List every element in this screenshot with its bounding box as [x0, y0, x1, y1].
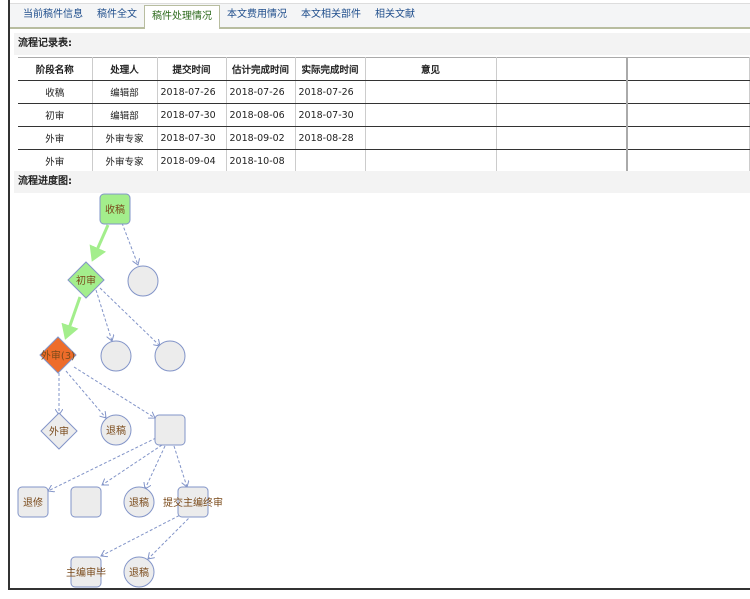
node-label: 退稿 [129, 566, 149, 579]
table-cell: 编辑部 [92, 103, 158, 127]
table-cell: 2018-09-04 [157, 149, 227, 173]
node-pending[interactable] [100, 340, 132, 372]
edge [48, 437, 157, 491]
table-header-row: 阶段名称 处理人 提交时间 估计完成时间 实际完成时间 意见 [18, 57, 750, 81]
node-received[interactable] [99, 193, 131, 225]
table-cell: 编辑部 [92, 80, 158, 104]
col-submit-time: 提交时间 [157, 57, 227, 81]
edge [173, 445, 187, 487]
col-stage: 阶段名称 [18, 57, 93, 81]
table-cell [496, 149, 628, 173]
tab-fees[interactable]: 本文费用情况 [227, 9, 287, 20]
table-cell: 收稿 [18, 80, 93, 104]
table-cell [496, 103, 628, 127]
process-graph-title: 流程进度图: [14, 171, 750, 193]
table-cell [365, 126, 497, 150]
node-pending[interactable] [127, 265, 159, 297]
tab-related-parts[interactable]: 本文相关部件 [301, 9, 361, 20]
node-label: 外审(3) [41, 349, 75, 362]
table-cell: 2018-09-02 [226, 126, 296, 150]
table-cell [496, 80, 628, 104]
edge [99, 287, 160, 346]
edge-done [61, 296, 82, 340]
node-external-review[interactable] [40, 412, 78, 450]
table-cell: 外审专家 [92, 126, 158, 150]
table-cell [496, 126, 628, 150]
table-cell [365, 80, 497, 104]
node-label: 退稿 [106, 424, 126, 437]
node-pending[interactable] [70, 486, 102, 518]
edge [95, 289, 112, 341]
tab-processing-status[interactable]: 稿件处理情况 [144, 5, 220, 29]
table-cell: 外审专家 [92, 149, 158, 173]
node-label: 提交主编终审 [163, 496, 223, 509]
node-rejected[interactable] [123, 486, 155, 518]
table-cell: 2018-07-30 [295, 103, 366, 127]
node-initial-review[interactable] [67, 261, 105, 299]
node-editor-done[interactable] [70, 556, 102, 588]
edge [145, 445, 166, 489]
table-cell [627, 149, 750, 173]
table-cell: 2018-08-28 [295, 126, 366, 150]
table-cell: 2018-08-06 [226, 103, 296, 127]
node-label: 主编审毕 [66, 566, 106, 579]
edge-done [89, 224, 110, 262]
node-label: 收稿 [105, 203, 125, 216]
table-cell: 初审 [18, 103, 93, 127]
edge [121, 222, 138, 265]
table-cell [365, 103, 497, 127]
node-pending[interactable] [154, 414, 186, 446]
edge [73, 366, 155, 418]
node-label: 退修 [23, 496, 43, 509]
tab-full-text[interactable]: 稿件全文 [97, 9, 137, 20]
node-label: 初审 [76, 274, 96, 287]
node-rejected[interactable] [123, 556, 155, 588]
tab-bar: 当前稿件信息 稿件全文 稿件处理情况 本文费用情况 本文相关部件 相关文献 [10, 3, 750, 29]
col-actual-time: 实际完成时间 [295, 57, 366, 81]
edge [148, 514, 193, 559]
table-cell: 2018-07-26 [157, 80, 227, 104]
edge [101, 510, 189, 556]
table-cell: 2018-07-30 [157, 126, 227, 150]
table-cell: 2018-07-26 [226, 80, 296, 104]
table-cell: 2018-07-26 [295, 80, 366, 104]
col-handler: 处理人 [92, 57, 158, 81]
node-pending[interactable] [154, 340, 186, 372]
node-label: 外审 [49, 425, 69, 438]
table-cell [627, 80, 750, 104]
node-external-review-current[interactable] [39, 336, 77, 374]
col-opinion: 意见 [365, 57, 497, 81]
table-cell: 外审 [18, 149, 93, 173]
table-cell [627, 103, 750, 127]
process-record-title: 流程记录表: [14, 33, 750, 55]
table-cell [627, 126, 750, 150]
node-label: 退稿 [129, 496, 149, 509]
table-cell [295, 149, 366, 173]
content-frame [8, 0, 750, 590]
tab-related-literature[interactable]: 相关文献 [375, 9, 415, 20]
process-graph: 收稿 初审 外审(3) 外审 退稿 退修 退稿 提交主编终审 主编审毕 退稿 [17, 193, 223, 588]
node-submit-final[interactable] [177, 486, 209, 518]
table-cell: 2018-10-08 [226, 149, 296, 173]
edge [65, 370, 106, 418]
tab-manuscript-info[interactable]: 当前稿件信息 [23, 9, 83, 20]
node-revision[interactable] [17, 486, 49, 518]
col-extra-1 [496, 57, 628, 81]
node-rejected[interactable] [100, 414, 132, 446]
edge [102, 444, 163, 485]
table-cell [365, 149, 497, 173]
col-extra-2 [627, 57, 750, 81]
table-cell: 外审 [18, 126, 93, 150]
table-cell: 2018-07-30 [157, 103, 227, 127]
col-estimated-time: 估计完成时间 [226, 57, 296, 81]
